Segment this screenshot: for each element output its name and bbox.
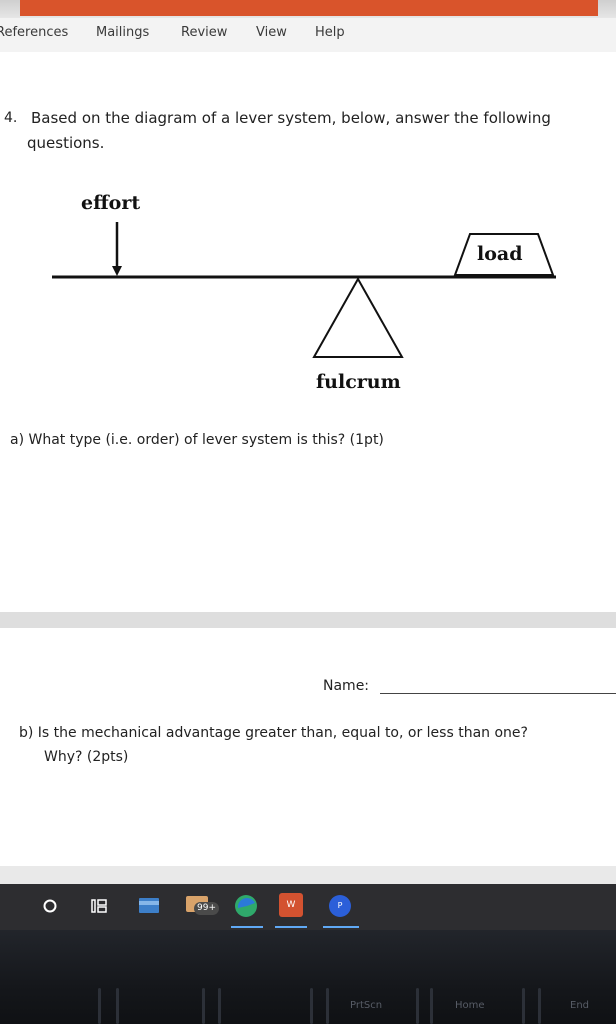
search-icon[interactable]	[42, 898, 58, 914]
document-page-2[interactable]: Name: b) Is the mechanical advantage gre…	[0, 628, 616, 866]
tab-references[interactable]: References	[0, 25, 69, 40]
word-icon-letter: W	[286, 900, 296, 910]
edge-browser-icon[interactable]	[233, 893, 259, 919]
window-top-strip	[0, 0, 616, 18]
laptop-bezel	[0, 930, 616, 1024]
task-view-icon[interactable]	[90, 897, 108, 915]
fulcrum-label: fulcrum	[316, 371, 401, 393]
effort-arrowhead	[112, 266, 122, 276]
document-bottom-area	[0, 866, 616, 884]
key-prtscn: PrtScn	[350, 1000, 383, 1011]
part-b-question-line2: Why? (2pts)	[44, 749, 129, 765]
key-separator	[116, 988, 119, 1024]
question-text-line2: questions.	[27, 134, 105, 152]
key-separator	[202, 988, 205, 1024]
key-separator	[416, 988, 419, 1024]
key-separator	[310, 988, 313, 1024]
effort-label: effort	[81, 192, 141, 214]
key-separator	[98, 988, 101, 1024]
ppt-icon-letter: P	[337, 901, 343, 910]
taskbar: 99+ W P	[0, 884, 616, 930]
fulcrum-triangle	[312, 276, 404, 358]
name-label: Name:	[323, 678, 370, 694]
key-home: Home	[455, 1000, 485, 1011]
remote-app-icon[interactable]: P	[329, 895, 351, 917]
edge-active-indicator	[231, 926, 263, 928]
lever-diagram	[52, 222, 556, 358]
notification-badge: 99+	[194, 902, 219, 915]
part-b-question-line1: b) Is the mechanical advantage greater t…	[19, 725, 528, 741]
load-label: load	[477, 243, 523, 265]
remote-active-indicator	[323, 926, 359, 928]
page-gap	[0, 612, 616, 628]
tab-help[interactable]: Help	[315, 25, 345, 40]
mail-app-icon[interactable]: 99+	[186, 894, 219, 916]
word-active-indicator	[275, 926, 307, 928]
load-trapezoid	[453, 233, 555, 276]
question-text-line1: Based on the diagram of a lever system, …	[31, 109, 551, 127]
file-explorer-icon[interactable]	[138, 895, 160, 915]
title-bar-accent	[20, 0, 598, 16]
key-separator	[218, 988, 221, 1024]
key-end: End	[570, 1000, 590, 1011]
tab-mailings[interactable]: Mailings	[96, 25, 150, 40]
key-separator	[430, 988, 433, 1024]
part-a-question: a) What type (i.e. order) of lever syste…	[10, 432, 384, 448]
name-underline[interactable]	[380, 693, 616, 694]
key-separator	[522, 988, 525, 1024]
tab-review[interactable]: Review	[181, 25, 228, 40]
tab-view[interactable]: View	[256, 25, 287, 40]
powerpoint-app-icon[interactable]: W	[279, 893, 303, 917]
ribbon-tabs: References Mailings Review View Help	[0, 18, 616, 53]
key-separator	[326, 988, 329, 1024]
question-number: 4.	[4, 110, 18, 126]
document-page-1[interactable]: 4. Based on the diagram of a lever syste…	[0, 52, 616, 612]
key-separator	[538, 988, 541, 1024]
